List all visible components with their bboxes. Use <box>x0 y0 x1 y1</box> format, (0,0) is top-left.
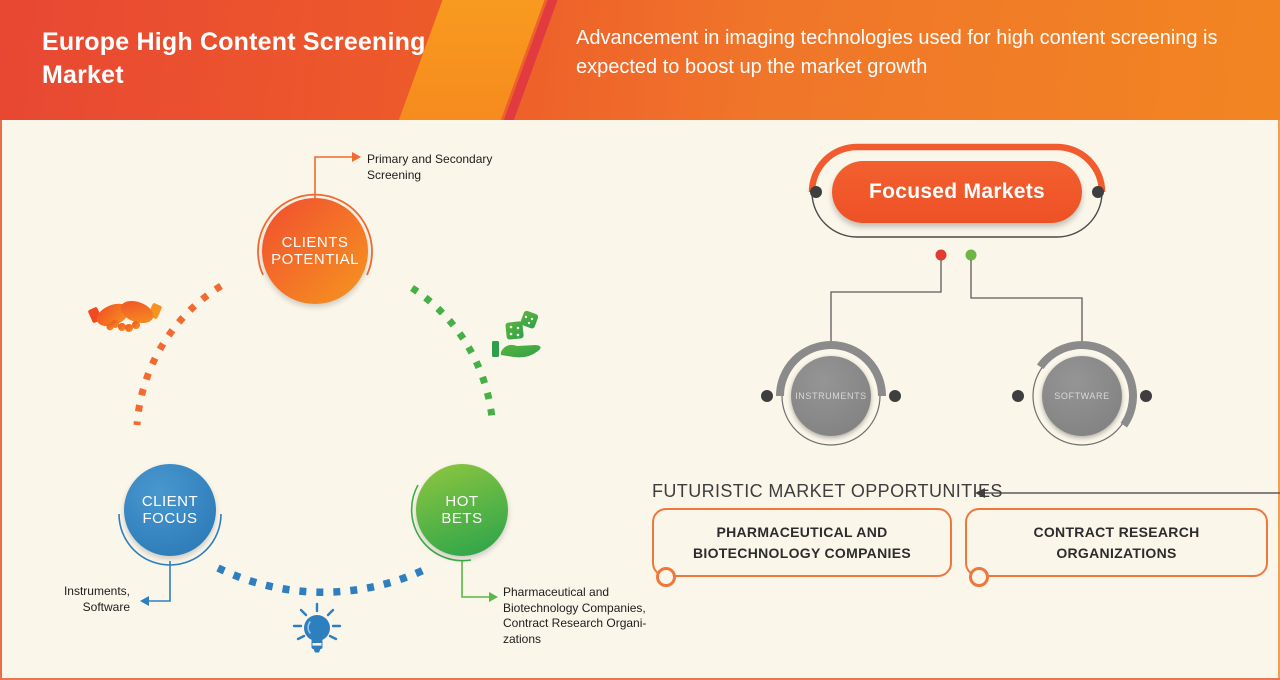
hot-bets-connector <box>461 561 489 598</box>
client-focus-connector <box>149 561 171 602</box>
pill-right-dot <box>1092 186 1104 198</box>
opportunity-box-pharma: PHARMACEUTICAL AND BIOTECHNOLOGY COMPANI… <box>652 508 952 587</box>
arrow-right-icon <box>352 152 361 162</box>
hot-bets-ring <box>410 484 472 562</box>
right-border-line <box>1278 120 1280 680</box>
instruments-thick-arc <box>776 341 886 397</box>
pill-left-dot <box>810 186 822 198</box>
software-right-dot <box>1140 390 1152 402</box>
instruments-right-dot <box>889 390 901 402</box>
orange-dotted-arc <box>133 283 223 426</box>
green-dotted-arc <box>410 285 496 419</box>
green-branch-dot <box>965 249 977 261</box>
software-left-dot <box>1012 390 1024 402</box>
client-focus-callout: Instruments, Software <box>63 584 130 614</box>
hand-dice-icon <box>492 310 541 358</box>
instruments-node: INSTRUMENTS <box>791 356 871 436</box>
corner-circle-icon <box>656 567 676 587</box>
handshake-icon <box>88 300 162 332</box>
opportunity-box-cro: CONTRACT RESEARCH ORGANIZATIONS <box>965 508 1268 587</box>
clients-potential-callout: Primary and Secondary Screening <box>367 152 493 182</box>
arrow-right-icon <box>489 592 498 602</box>
red-branch-dot <box>935 249 947 261</box>
pill-gray-arc <box>811 193 1103 238</box>
hot-bets-callout: Pharmaceutical and Biotechnology Compani… <box>503 585 647 646</box>
software-node: SOFTWARE <box>1042 356 1122 436</box>
software-branch-line <box>970 260 1083 344</box>
arrow-left-icon <box>140 596 149 606</box>
opportunity-box-label: PHARMACEUTICAL AND BIOTECHNOLOGY COMPANI… <box>693 523 911 561</box>
header-banner: Europe High Content Screening Market Adv… <box>0 0 1280 120</box>
client-focus-node: CLIENT FOCUS <box>124 464 216 556</box>
page-subtitle: Advancement in imaging technologies used… <box>576 27 1218 78</box>
instruments-branch-line <box>830 260 942 344</box>
pill-orange-arc <box>808 143 1106 193</box>
bottom-border-line <box>0 678 1280 680</box>
opportunity-box-label: CONTRACT RESEARCH ORGANIZATIONS <box>1033 523 1200 561</box>
lightbulb-icon <box>292 602 342 653</box>
focused-markets-pill: Focused Markets <box>832 161 1082 223</box>
software-thick-arc <box>1036 341 1137 428</box>
clients-potential-connector <box>314 156 352 199</box>
opportunities-title: FUTURISTIC MARKET OPPORTUNITIES <box>652 481 1003 501</box>
clients-potential-node: CLIENTS POTENTIAL <box>262 198 368 304</box>
page-title: Europe High Content Screening Market <box>42 28 426 89</box>
blue-dotted-arc <box>216 564 430 596</box>
corner-circle-icon <box>969 567 989 587</box>
hot-bets-node: HOT BETS <box>416 464 508 556</box>
left-border-line <box>0 120 2 680</box>
instruments-left-dot <box>761 390 773 402</box>
arrow-left-icon <box>975 488 985 498</box>
